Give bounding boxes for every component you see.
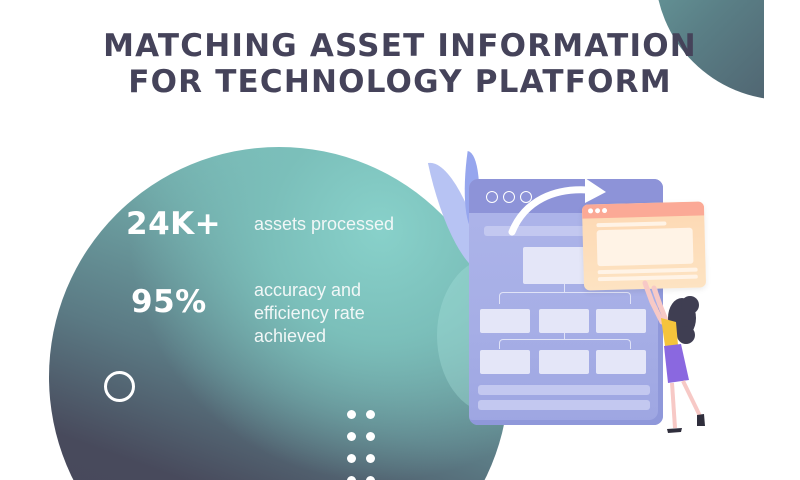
window-address-bar [484, 226, 594, 236]
window-dot [520, 191, 532, 203]
tree-node [480, 350, 530, 374]
stat-label-line-1: accuracy and [254, 280, 362, 300]
tree-node [596, 350, 646, 374]
dot [366, 476, 375, 480]
window-dot [486, 191, 498, 203]
window-dot [503, 191, 515, 203]
tree-connector [499, 339, 631, 349]
browser-window-icon [469, 179, 663, 425]
tree-connector [564, 333, 565, 339]
window-footer-bar [478, 385, 650, 395]
stat-value: 24K+ [126, 206, 222, 242]
stat-label-line-2: efficiency rate [254, 303, 365, 323]
stat-label-line-3: achieved [254, 326, 327, 346]
dot [347, 432, 356, 441]
title-line-1: MATCHING ASSET INFORMATION [103, 28, 697, 64]
dot [366, 410, 375, 419]
ring-decoration [104, 371, 135, 402]
tree-node [596, 309, 646, 333]
corner-clip [764, 0, 800, 110]
stat-value: 95% [131, 284, 207, 320]
tree-node [480, 309, 530, 333]
tree-root-node [523, 247, 593, 284]
stat-label: assets processed [254, 214, 395, 234]
window-footer-bar [478, 400, 650, 410]
dot [366, 432, 375, 441]
tree-node [539, 309, 589, 333]
dot [347, 454, 356, 463]
tree-node [539, 350, 589, 374]
dot [366, 454, 375, 463]
page-title: MATCHING ASSET INFORMATION FOR TECHNOLOG… [0, 28, 800, 100]
tree-connector [499, 292, 631, 304]
title-line-2: FOR TECHNOLOGY PLATFORM [128, 64, 672, 100]
dot [347, 410, 356, 419]
dot [347, 476, 356, 480]
tree-connector [564, 284, 565, 292]
